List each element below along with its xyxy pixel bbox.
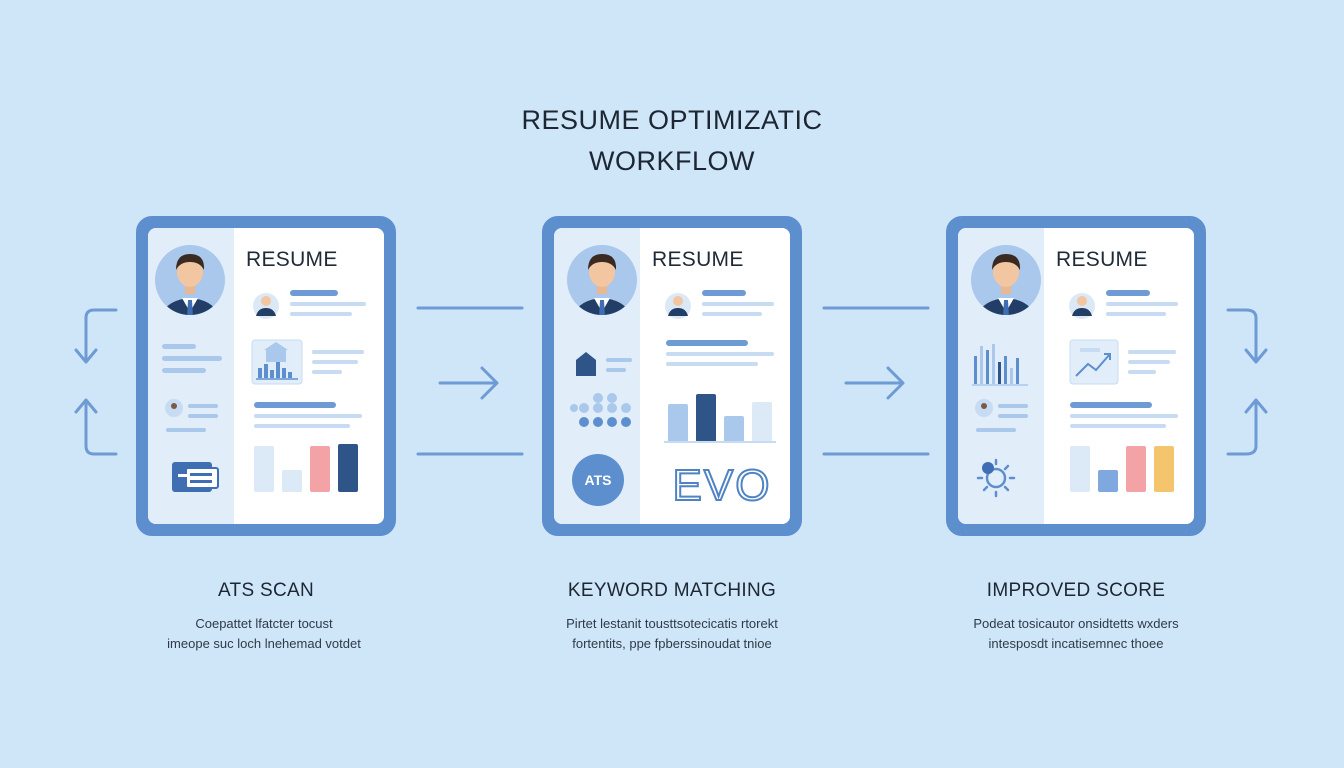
step-title-ats-scan: ATS SCAN bbox=[217, 580, 314, 601]
gear-icon bbox=[976, 458, 1016, 498]
step-desc-line: Coepattet lfatcter tocust bbox=[195, 616, 333, 631]
ats-badge-label: ATS bbox=[585, 472, 612, 488]
title-line-1: RESUME OPTIMIZATIC bbox=[521, 105, 823, 135]
building-icon bbox=[251, 339, 303, 385]
ats-badge-icon: ATS bbox=[572, 454, 624, 506]
loop-arrows-icon-left bbox=[74, 308, 118, 456]
title-line-2: WORKFLOW bbox=[589, 146, 755, 176]
id-card-icon bbox=[172, 462, 219, 492]
step-desc-line: fortentits, ppe fpberssinoudat tnioe bbox=[572, 636, 772, 651]
bar-chart-icon bbox=[972, 344, 1028, 386]
resume-card-inner: RESUME bbox=[554, 228, 790, 524]
resume-main: RESUME bbox=[640, 228, 790, 524]
person-avatar-icon bbox=[971, 245, 1041, 315]
bar-chart-icon bbox=[664, 394, 776, 443]
diagram-title: RESUME OPTIMIZATIC WORKFLOW bbox=[0, 100, 1344, 182]
resume-card-keyword-matching: RESUME bbox=[542, 216, 802, 536]
bar-chart-icon bbox=[254, 444, 358, 492]
evo-logo-text: EVO bbox=[673, 461, 772, 510]
dot-matrix-icon bbox=[570, 393, 631, 427]
connector-arrow-2 bbox=[822, 306, 930, 456]
step-desc-line: Pirtet lestanit tousttsotecicatis rtorek… bbox=[566, 616, 778, 631]
step-title-keyword-matching: KEYWORD MATCHING bbox=[567, 580, 777, 601]
step-description-improved-score: Podeat tosicautor onsidtetts wxders inte… bbox=[926, 614, 1226, 654]
resume-label: RESUME bbox=[246, 248, 338, 271]
step-title-improved-score: IMPROVED SCORE bbox=[986, 580, 1166, 601]
resume-label: RESUME bbox=[1056, 248, 1148, 271]
building-icon bbox=[576, 352, 596, 376]
evo-logo-icon: EVO bbox=[672, 460, 772, 511]
resume-card-ats-scan: RESUME bbox=[136, 216, 396, 536]
step-description-ats-scan: Coepattet lfatcter tocust imeope suc loc… bbox=[114, 614, 414, 654]
person-avatar-icon bbox=[567, 245, 637, 315]
resume-card-inner: RESUME bbox=[148, 228, 384, 524]
trend-chart-icon bbox=[1069, 339, 1119, 385]
step-desc-line: intesposdt incatisemnec thoee bbox=[988, 636, 1164, 651]
resume-label: RESUME bbox=[652, 248, 744, 271]
resume-card-inner: RESUME bbox=[958, 228, 1194, 524]
connector-arrow-1 bbox=[416, 306, 524, 456]
step-desc-line: imeope suc loch lnehemad votdet bbox=[167, 636, 361, 651]
resume-card-improved-score: RESUME bbox=[946, 216, 1206, 536]
step-desc-line: Podeat tosicautor onsidtetts wxders bbox=[973, 616, 1179, 631]
person-avatar-icon bbox=[155, 245, 225, 315]
bar-chart-icon bbox=[1070, 446, 1174, 492]
loop-arrows-icon-right bbox=[1226, 308, 1268, 456]
step-description-keyword-matching: Pirtet lestanit tousttsotecicatis rtorek… bbox=[522, 614, 822, 654]
